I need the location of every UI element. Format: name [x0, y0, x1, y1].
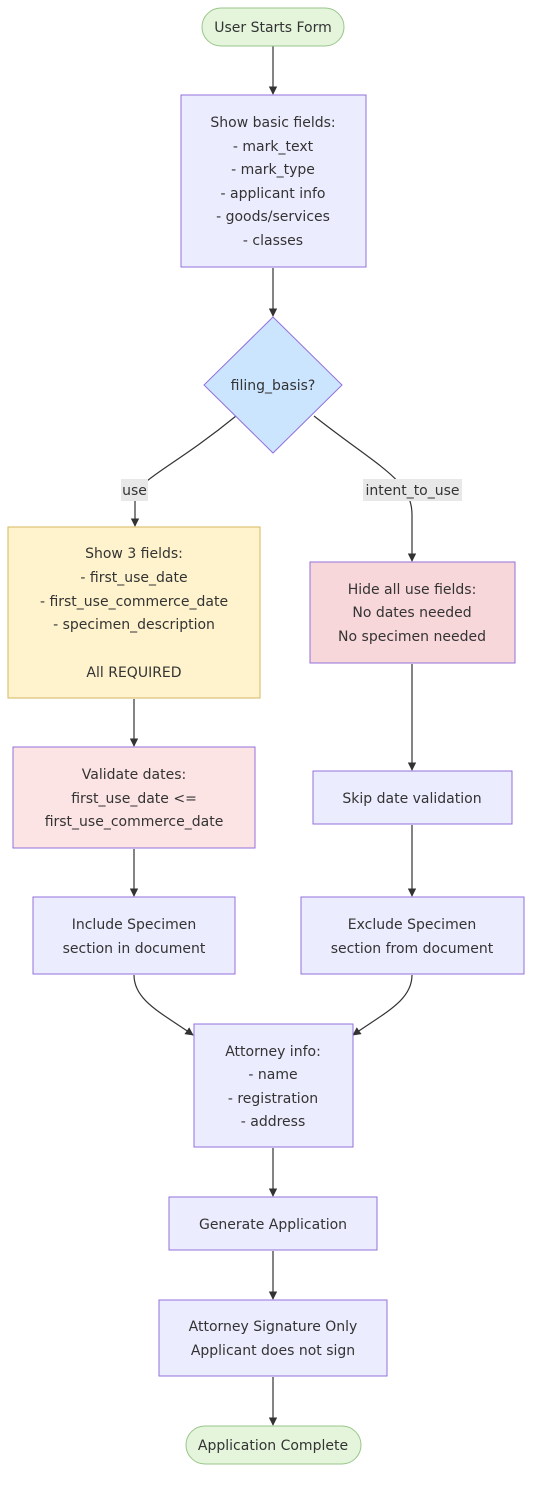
node-basic-fields-shape [180, 94, 367, 268]
node-generate-application: Generate Application [168, 1196, 378, 1251]
edge-decision-to-itu [313, 415, 417, 562]
edges [129, 46, 417, 1426]
node-basic-fields-line: - applicant info [221, 186, 326, 202]
node-attorney-info-line: - registration [228, 1091, 318, 1107]
node-hide-use-fields-line: Hide all use fields: [348, 582, 477, 598]
node-complete-label: Application Complete [198, 1438, 348, 1454]
node-attorney-signature: Attorney Signature Only Applicant does n… [158, 1299, 388, 1377]
node-hide-use-fields: Hide all use fields: No dates needed No … [309, 561, 516, 664]
node-show-use-fields-shape [7, 526, 261, 699]
node-show-use-fields: Show 3 fields: - first_use_date - first_… [7, 526, 261, 699]
edge-include-to-attorney [133, 974, 194, 1036]
node-basic-fields-line: - classes [243, 233, 303, 249]
node-complete-shape [185, 1425, 362, 1465]
edge-label-intent-to-use: intent_to_use [363, 479, 462, 501]
svg-text:use: use [122, 483, 147, 499]
node-include-specimen: Include Specimen section in document [32, 896, 236, 975]
node-attorney-signature-line: Attorney Signature Only [189, 1319, 358, 1335]
node-exclude-specimen-line: Exclude Specimen [348, 917, 476, 933]
node-show-use-fields-line: - first_use_date [80, 570, 187, 586]
node-hide-use-fields-line: No specimen needed [338, 629, 486, 645]
node-generate-application-shape [168, 1196, 378, 1251]
node-include-specimen-shape [32, 896, 236, 975]
edge-label-use: use [121, 479, 148, 501]
node-exclude-specimen: Exclude Specimen section from document [300, 896, 525, 975]
node-skip-validation: Skip date validation [312, 770, 513, 825]
node-validate-dates-shape [12, 746, 256, 849]
node-attorney-info-line: - address [241, 1114, 306, 1130]
node-basic-fields-line: - goods/services [216, 209, 330, 225]
node-basic-fields: Show basic fields: - mark_text - mark_ty… [180, 94, 367, 268]
node-start-label: User Starts Form [214, 20, 332, 36]
node-hide-use-fields-line: No dates needed [352, 605, 471, 621]
node-exclude-specimen-shape [300, 896, 525, 975]
node-basic-fields-line: - mark_type [231, 162, 315, 178]
node-filing-basis-decision: filing_basis? [203, 316, 343, 454]
node-generate-application-label: Generate Application [199, 1217, 347, 1233]
node-attorney-info-line: - name [248, 1067, 297, 1083]
svg-text:intent_to_use: intent_to_use [365, 483, 459, 499]
edge-decision-to-use [130, 415, 237, 527]
node-attorney-info-line: Attorney info: [225, 1044, 321, 1060]
node-hide-use-fields-shape [309, 561, 516, 664]
decision-diamond-shape [203, 316, 343, 454]
node-include-specimen-line: section in document [63, 941, 206, 957]
node-start-shape [201, 7, 345, 47]
node-include-specimen-line: Include Specimen [72, 917, 197, 933]
node-show-use-fields-line: Show 3 fields: [85, 546, 183, 562]
node-skip-validation-label: Skip date validation [342, 791, 481, 807]
node-validate-dates-line: Validate dates: [82, 767, 186, 783]
node-attorney-info: Attorney info: - name - registration - a… [193, 1023, 354, 1148]
node-show-use-fields-line: - specimen_description [53, 617, 215, 633]
node-basic-fields-line: - mark_text [233, 139, 314, 155]
node-show-use-fields-line: - first_use_commerce_date [40, 594, 228, 610]
edge-exclude-to-attorney [352, 974, 413, 1036]
node-complete: Application Complete [185, 1425, 362, 1465]
node-attorney-signature-line: Applicant does not sign [191, 1343, 355, 1359]
node-skip-validation-shape [312, 770, 513, 825]
node-exclude-specimen-line: section from document [331, 941, 494, 957]
node-validate-dates: Validate dates: first_use_date <= first_… [12, 746, 256, 849]
decision-label: filing_basis? [231, 378, 316, 394]
node-validate-dates-line: first_use_date <= [71, 791, 197, 807]
node-show-use-fields-line: All REQUIRED [86, 665, 181, 681]
node-basic-fields-line: Show basic fields: [210, 115, 335, 131]
node-start: User Starts Form [201, 7, 345, 47]
node-attorney-signature-shape [158, 1299, 388, 1377]
node-validate-dates-line: first_use_commerce_date [45, 814, 224, 830]
node-attorney-info-shape [193, 1023, 354, 1148]
